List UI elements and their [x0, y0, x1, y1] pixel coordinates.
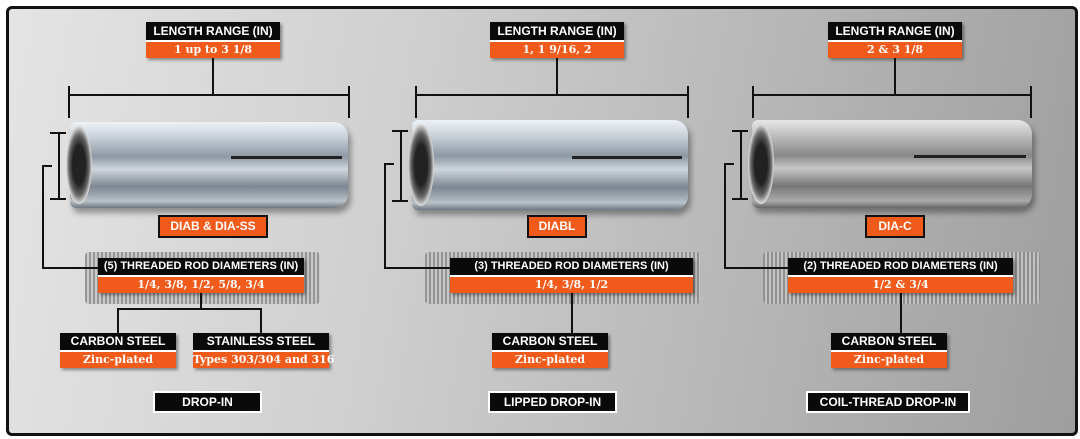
- diameter-leader: [42, 165, 44, 268]
- material-detail: Zinc-plated: [492, 350, 608, 368]
- diameter-dimension-line: [400, 130, 402, 200]
- length-range-label: LENGTH RANGE (IN): [490, 22, 624, 40]
- length-range-label: LENGTH RANGE (IN): [828, 22, 962, 40]
- material-connector: [117, 308, 119, 333]
- anchor-type-title: DROP-IN: [153, 391, 262, 413]
- connector-line: [894, 58, 896, 95]
- rod-diameters-value: 1/4, 3/8, 1/2: [450, 275, 693, 293]
- diameter-dimension-line: [740, 130, 742, 198]
- dimension-tick: [348, 86, 350, 118]
- connector-line: [212, 58, 214, 95]
- length-dimension-line: [68, 94, 348, 96]
- material-connector: [899, 293, 902, 333]
- material-name: CARBON STEEL: [492, 333, 608, 350]
- drop-in-anchor-image: [408, 120, 688, 210]
- length-range-label: LENGTH RANGE (IN): [146, 22, 280, 40]
- diameter-leader: [384, 163, 386, 268]
- anchor-thread-hole: [748, 124, 774, 204]
- dimension-tick: [68, 86, 70, 118]
- material-name: CARBON STEEL: [60, 333, 176, 350]
- diameter-leader: [42, 165, 52, 167]
- anchor-thread-hole: [408, 124, 434, 206]
- diameter-tick: [392, 200, 408, 202]
- material-name: STAINLESS STEEL: [193, 333, 329, 350]
- model-label: DIAB & DIA-SS: [158, 215, 268, 238]
- material-connector: [570, 293, 573, 333]
- anchor-type-title: LIPPED DROP-IN: [488, 391, 617, 413]
- length-dimension-line: [752, 94, 1030, 96]
- diameter-tick: [50, 198, 66, 200]
- anchor-type-title: COIL-THREAD DROP-IN: [806, 391, 970, 413]
- drop-in-anchor-image: [66, 122, 348, 208]
- dimension-tick: [687, 86, 689, 118]
- material-detail: Zinc-plated: [60, 350, 176, 368]
- dimension-tick: [752, 86, 754, 118]
- rod-diameters-value: 1/2 & 3/4: [788, 275, 1013, 293]
- diameter-dimension-line: [58, 132, 60, 198]
- material-detail: Types 303/304 and 316: [193, 350, 334, 368]
- rod-diameters-label: (3) THREADED ROD DIAMETERS (IN): [450, 258, 693, 275]
- material-detail: Zinc-plated: [831, 350, 947, 368]
- diameter-tick: [732, 130, 748, 132]
- diameter-tick: [732, 198, 748, 200]
- model-label: DIA-C: [865, 215, 925, 238]
- diameter-tick: [50, 132, 66, 134]
- material-connector: [118, 308, 261, 310]
- material-name: CARBON STEEL: [831, 333, 947, 350]
- dimension-tick: [415, 86, 417, 118]
- material-connector: [260, 308, 262, 333]
- anchor-thread-hole: [66, 126, 92, 204]
- length-range-value: 2 & 3 1/8: [828, 40, 962, 58]
- diameter-leader: [384, 163, 394, 165]
- rod-diameters-label: (5) THREADED ROD DIAMETERS (IN): [98, 258, 304, 275]
- diameter-tick: [392, 130, 408, 132]
- drop-in-anchor-image: [748, 120, 1032, 208]
- diameter-leader: [724, 163, 726, 268]
- connector-line: [556, 58, 558, 95]
- diameter-leader: [724, 163, 734, 165]
- diameter-leader: [384, 267, 450, 269]
- length-range-value: 1 up to 3 1/8: [146, 40, 280, 58]
- diameter-leader: [724, 267, 788, 269]
- dimension-tick: [1030, 86, 1032, 118]
- material-connector: [200, 293, 202, 309]
- anchor-slot: [231, 156, 343, 160]
- rod-diameters-value: 1/4, 3/8, 1/2, 5/8, 3/4: [98, 275, 304, 293]
- rod-diameters-label: (2) THREADED ROD DIAMETERS (IN): [788, 258, 1013, 275]
- length-range-value: 1, 1 9/16, 2: [490, 40, 624, 58]
- length-dimension-line: [415, 94, 687, 96]
- anchor-slot: [572, 156, 683, 159]
- model-label: DIABL: [527, 215, 587, 238]
- anchor-slot: [914, 155, 1027, 159]
- diameter-leader: [42, 267, 98, 269]
